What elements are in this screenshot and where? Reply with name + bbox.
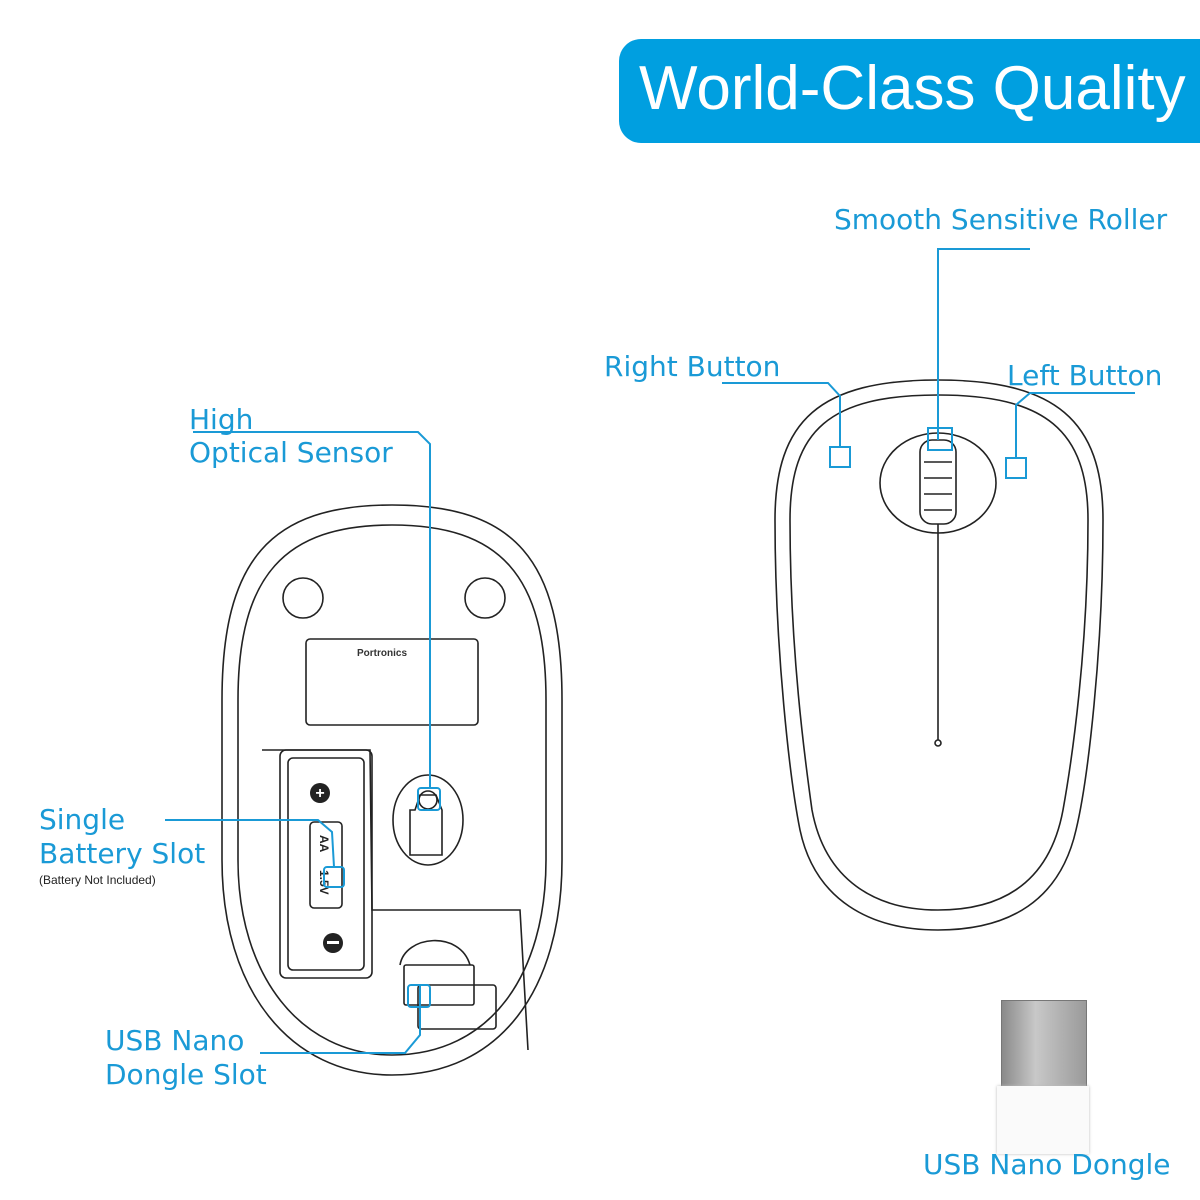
mouse-bottom-view: Portronics + AA 1.5V	[221, 504, 563, 1076]
mouse-top-view	[774, 379, 1104, 931]
label-roller: Smooth Sensitive Roller	[834, 203, 1168, 236]
battery-type: AA	[317, 835, 331, 853]
label-sensor-line1: High	[189, 403, 254, 436]
label-left-button: Left Button	[1007, 359, 1163, 392]
brand-logo: Portronics	[357, 648, 407, 659]
label-right-button: Right Button	[604, 350, 781, 383]
label-battery-line1: Single	[39, 803, 126, 836]
title-banner: World-Class Quality	[619, 39, 1200, 143]
label-dongle-slot-line1: USB Nano	[105, 1024, 245, 1057]
label-battery-note: (Battery Not Included)	[39, 873, 156, 887]
title-text: World-Class Quality	[639, 54, 1186, 123]
callout-lines	[165, 248, 1135, 1054]
label-dongle: USB Nano Dongle	[923, 1148, 1171, 1181]
dongle-connector	[1001, 1000, 1087, 1090]
dongle-body	[997, 1086, 1089, 1154]
label-battery-line2: Battery Slot	[39, 837, 206, 870]
label-dongle-slot-line2: Dongle Slot	[105, 1058, 267, 1091]
label-sensor-line2: Optical Sensor	[189, 436, 393, 469]
usb-dongle-image	[997, 1000, 1089, 1155]
svg-text:+: +	[315, 785, 324, 802]
